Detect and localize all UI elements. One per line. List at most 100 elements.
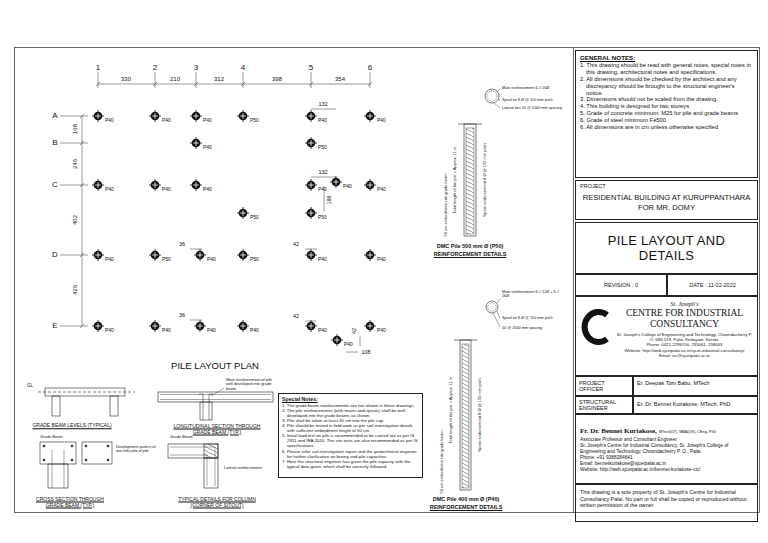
grid-label: 6 [368,64,372,73]
annotation-text: Total length of the pile = Approx. 11 m [453,147,457,214]
node-text: 1. This drawing should be read with gene… [580,62,753,76]
pile-symbols-part [92,110,104,122]
cross-section-grade-beam-part [40,442,76,464]
node-text: St. Joseph's College of Engineering and … [616,332,753,342]
grid-label: 2 [153,64,157,73]
copyright-box: This drawing is a sole property of St. J… [575,484,758,522]
longitudinal-section-part [199,394,213,420]
pile-mark: P40 [203,145,212,151]
dimension-text: 330 [120,76,132,83]
pile-symbols-part [194,320,206,332]
node-heading: PILE LAYOUT AND DETAILS [580,233,753,263]
pile-mark: P40 [105,328,114,334]
node-text: Website: http://web.sjcetpalai.ac.in/ben… [580,467,753,473]
pile-p50-detail-part [466,128,474,234]
node-text: 3. Pile shall be taken at least 30 cm in… [282,418,419,423]
drawing-caption: REINFORCEMENT DETAILS [434,251,507,257]
pile-mark: P40 [250,328,259,334]
node-text: 7. Here the structural engineer has give… [282,459,419,469]
node-text: Website: http://web.sjcetpalai.ac.in/sjc… [616,348,753,353]
node-heading: Fr. Dr. Bennet Kuriakose, [580,427,657,435]
pile-p40-detail [454,299,500,490]
dimension-text: 210 [169,76,181,83]
revision-box: REVISION : 0 [575,274,667,296]
annotation-text: GL [27,384,33,389]
pile-p50-detail-part [458,124,482,125]
pile-mark: P50 [318,145,327,151]
column-detail-part [204,458,218,488]
longitudinal-section [158,388,273,420]
pile-mark: P40 [318,257,327,263]
cross-section-grade-beam-part [48,464,68,488]
general-notes-box: GENERAL NOTES:1. This drawing should be … [575,50,758,178]
pile-symbols-part [305,137,317,149]
grid-label: A [52,112,57,121]
table-cell: PROJECT OFFICER [575,376,633,396]
longitudinal-section-part [211,388,224,396]
cross-section-grade-beam-part [85,445,87,447]
node-text: CENTRE FOR INDUSTRIAL CONSULTANCY [616,308,753,330]
annotation-text: Total length of the pile = Approx. 11 m [449,377,453,444]
drawing-caption: REINFORCEMENT DETAILS [430,504,503,510]
node-text: 2. The pile reinforcements (with mains a… [282,408,419,418]
grade-beam-levels-part [110,396,118,416]
logo-mark [580,307,612,347]
cross-section-grade-beam-part [71,459,73,461]
annotation-text: Grade Beam [170,435,193,439]
annotation-text: Spiral tie 8 Ø @ 150 mm pitch [502,98,553,102]
annotation-text: Lateral ties 10 @ 1000 mm spacing [502,106,562,110]
node-text: St. Joseph's Centre for Industrial Consu… [580,443,753,455]
engineer-box: Fr. Dr. Bennet Kuriakose,MTech(IIT), MBA… [575,414,758,484]
column-detail-part [204,444,218,458]
drawing-caption: DMC Pile 500 mm Ø (P50) [437,243,504,249]
pile-symbols-part [149,249,161,261]
pile-mark: P40 [377,257,386,263]
dimension-text: 312 [213,76,225,83]
sheet-frame-part [573,48,574,513]
dimension-text: 108 [360,349,371,355]
pile-mark: P40 [207,257,216,263]
dimension-text: 42 [351,327,357,335]
node-text: 6. Please refer soil investigation repor… [282,449,419,459]
dimension-text: 36 [178,241,186,247]
pile-mark: P40 [377,118,386,124]
dimension-text: 402 [72,214,79,226]
pile-p40-detail-part [462,344,469,488]
column-detail-part [170,447,215,486]
node-text: MTech(IIT), MBA(US), CEng, PhD [659,430,716,434]
table-cell: Er. Deepak Tom Babu, MTech [633,376,758,396]
pile-symbols-part [305,320,317,332]
grid-label: B [52,139,57,148]
dimension-lines-part [60,116,88,326]
grid-label: C [52,181,58,190]
pile-mark: P40 [105,118,114,124]
pile-mark: P40 [162,328,171,334]
table-cell: STRUCTURAL ENGINEER [575,396,633,414]
dimension-text: 354 [334,76,346,83]
cross-section-grade-beam-part [71,445,73,447]
sheet-frame [15,48,760,513]
longitudinal-section-part [200,402,212,420]
longitudinal-section-part [158,392,273,402]
dimension-text: 426 [72,284,79,296]
drawing-caption: CROSS SECTION THROUGH GRADE BEAM (TYP.) [28,497,113,508]
drawing-caption: LONGITUDINAL SECTION THROUGH GRADE BEAM … [171,424,263,435]
grid-label: 3 [194,64,198,73]
cross-section-grade-beam-part [82,442,112,464]
pile-symbols-part [237,207,249,219]
cross-section-grade-beam [40,442,112,488]
annotation-text: Grade Beam [40,435,63,439]
longitudinal-section-part [160,395,271,400]
pile-symbols-part [149,179,161,191]
dimension-text: 398 [271,76,283,83]
pile-symbols-part [149,110,161,122]
pile-p50-detail-part [494,89,500,108]
node-text: Associate Professor and Consultant Engin… [580,437,753,443]
cross-section-grade-beam-part [107,459,109,461]
annotation-text: Spiral tie 8 Ø @ 150 mm pitch [502,316,553,320]
pile-symbols-part [149,320,161,332]
node-heading: Er. Deepak Tom Babu, MTech [637,380,754,386]
node-heading: St. Joseph's [616,301,753,308]
drawing-caption: PILE LAYOUT PLAN [171,361,259,371]
